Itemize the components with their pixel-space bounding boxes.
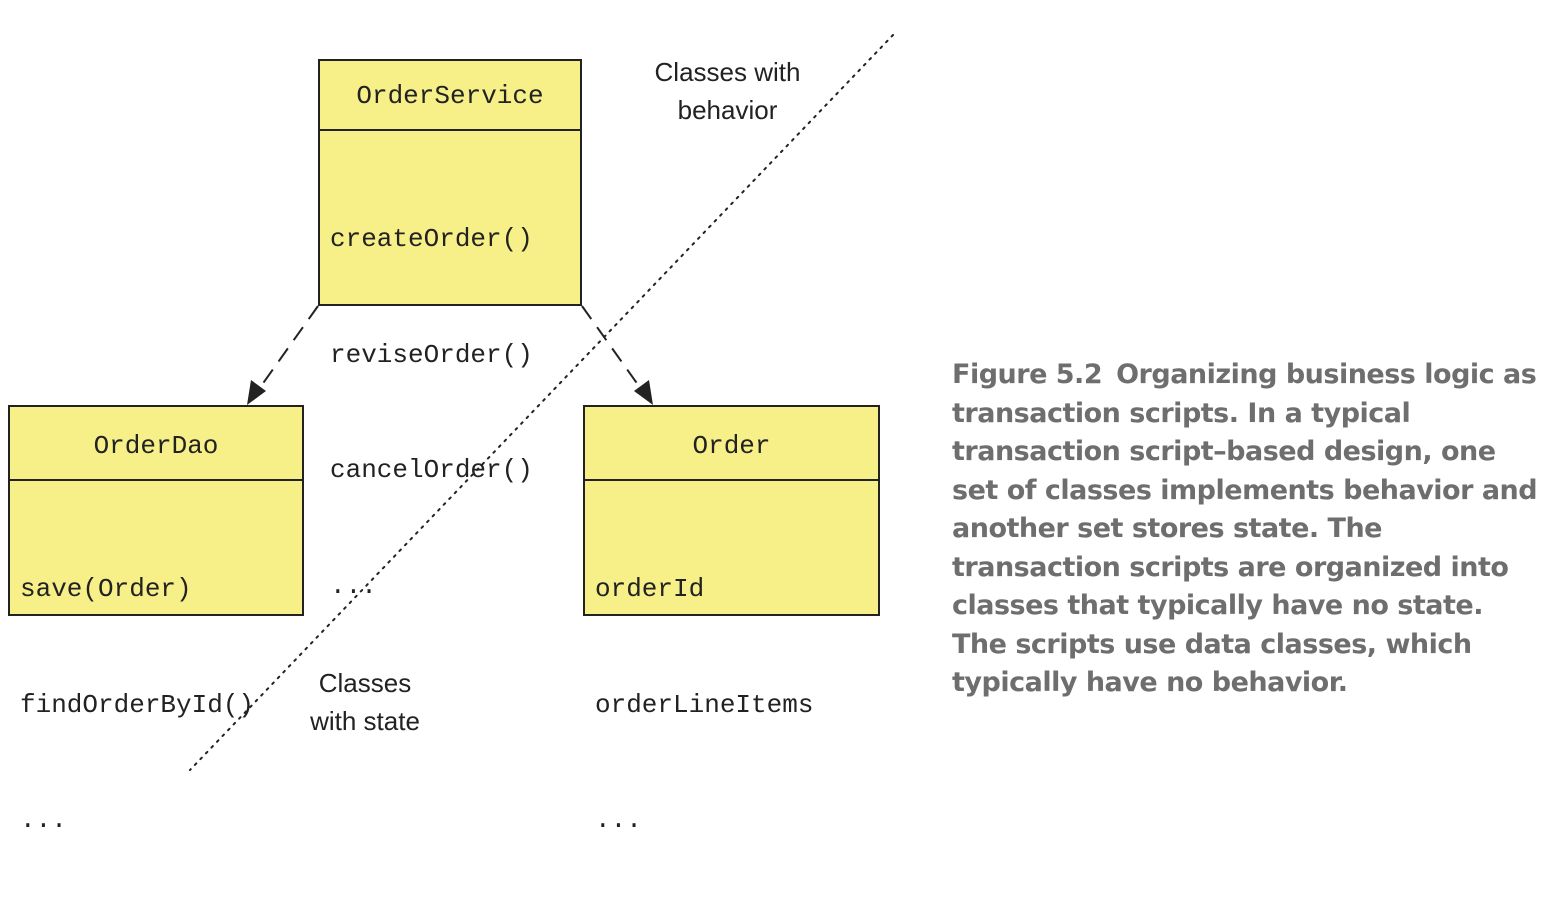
class-orderdao-members: save(Order) findOrderById() ... xyxy=(10,481,302,917)
label-state-line2: with state xyxy=(310,706,420,736)
separator-line xyxy=(189,34,894,771)
class-order-name: Order xyxy=(585,407,878,481)
member-reviseorder: reviseOrder() xyxy=(330,339,533,370)
class-orderdao: OrderDao save(Order) findOrderById() ... xyxy=(8,405,304,835)
class-order-members: orderId orderLineItems ... xyxy=(585,481,878,917)
label-state-line1: Classes xyxy=(318,668,412,698)
member-save: save(Order) xyxy=(20,574,192,604)
member-orderid: orderId xyxy=(595,574,705,604)
member-ellipsis: ... xyxy=(330,570,377,601)
class-order: Order orderId orderLineItems ... xyxy=(583,405,880,835)
class-orderservice-members: createOrder() reviseOrder() cancelOrder(… xyxy=(320,131,580,682)
member-createorder: createOrder() xyxy=(330,224,533,254)
member-orderlineitems: orderLineItems xyxy=(595,689,814,720)
dependency-arrow-order xyxy=(581,305,653,405)
label-classes-with-state: Classes with state xyxy=(285,664,445,740)
diagram-canvas: OrderService createOrder() reviseOrder()… xyxy=(8,34,1542,835)
figure-caption-text: Organizing business logic as transaction… xyxy=(952,359,1538,698)
member-findorderbyid: findOrderById() xyxy=(20,689,255,720)
figure-number: Figure 5.2 xyxy=(952,359,1103,390)
member-ellipsis: ... xyxy=(20,805,67,835)
diagram-connectors xyxy=(189,34,894,771)
member-ellipsis: ... xyxy=(595,805,642,835)
class-orderservice-name: OrderService xyxy=(320,61,580,131)
class-orderservice: OrderService createOrder() reviseOrder()… xyxy=(318,59,582,601)
label-behavior-line2: behavior xyxy=(677,95,778,125)
label-classes-with-behavior: Classes with behavior xyxy=(620,53,835,129)
label-behavior-line1: Classes with xyxy=(654,57,801,87)
dependency-arrow-orderdao xyxy=(247,305,319,405)
member-cancelorder: cancelOrder() xyxy=(330,455,533,485)
class-orderdao-name: OrderDao xyxy=(10,407,302,481)
